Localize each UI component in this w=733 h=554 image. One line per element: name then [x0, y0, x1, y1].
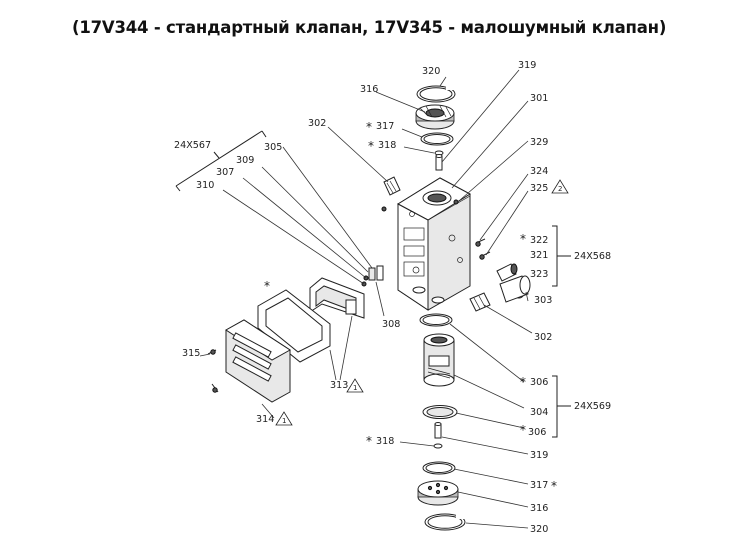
label-308: 308 [382, 319, 400, 330]
label-304: 304 [530, 407, 548, 418]
kit-bracket-24x567 [175, 130, 267, 192]
clip-308 [368, 265, 384, 281]
valve-spool-304 [423, 333, 455, 387]
label-310: 310 [196, 180, 214, 191]
label-317-bottom: 317 [530, 480, 548, 491]
retaining-ring-bottom [424, 513, 466, 531]
asterisk-317-bottom: * [551, 479, 557, 493]
label-301: 301 [530, 93, 548, 104]
cartridge-313 [309, 277, 365, 319]
plug-321 [496, 263, 518, 282]
o-ring-top [420, 132, 454, 146]
label-kit-24x569: 24X569 [574, 401, 611, 412]
valve-stem-bottom [434, 422, 442, 439]
label-325: 325 [530, 183, 548, 194]
o-ring-306-upper [419, 313, 453, 327]
valve-stem-top [435, 154, 443, 171]
retaining-ring-top [416, 84, 456, 103]
label-302-lower: 302 [534, 332, 552, 343]
grille-plate-314 [225, 319, 291, 403]
svg-text:1: 1 [353, 384, 357, 392]
kit-bracket-24x569 [552, 375, 571, 438]
asterisk-317-top: * [366, 120, 372, 134]
label-315: 315 [182, 348, 200, 359]
asterisk-306-upper: * [520, 375, 526, 389]
small-o-ring-bottom [433, 443, 443, 449]
kit-bracket-24x568 [552, 225, 571, 287]
label-320-bottom: 320 [530, 524, 548, 535]
label-kit-24x568: 24X568 [574, 251, 611, 262]
screw-324 [475, 238, 486, 247]
screw-322 [479, 251, 491, 260]
label-317-top: 317 [376, 121, 394, 132]
label-319-top: 319 [518, 60, 536, 71]
label-319-bottom: 319 [530, 450, 548, 461]
asterisk-gasket: * [264, 279, 270, 293]
label-324: 324 [530, 166, 548, 177]
label-321: 321 [530, 250, 548, 261]
plug-329 [453, 199, 459, 205]
label-329: 329 [530, 137, 548, 148]
fitting-302-lower [469, 292, 491, 312]
page-title: (17V344 - стандартный клапан, 17V345 - м… [72, 18, 667, 37]
asterisk-306-lower: * [520, 423, 526, 437]
label-316-bottom: 316 [530, 503, 548, 514]
label-314: 314 [256, 414, 274, 425]
label-322: 322 [530, 235, 548, 246]
label-309: 309 [236, 155, 254, 166]
gasket [257, 289, 331, 363]
valve-seat-top [415, 104, 455, 130]
label-318-top: 318 [378, 140, 396, 151]
valve-seat-bottom [417, 480, 459, 506]
leader-lines [199, 69, 533, 529]
note-triangle-314: 1 [275, 411, 293, 426]
label-306-lower: 306 [528, 427, 546, 438]
manifold-body [396, 177, 472, 311]
label-320-top: 320 [422, 66, 440, 77]
label-302-upper: 302 [308, 118, 326, 129]
screw-315-b [211, 383, 219, 393]
asterisk-318-bottom: * [366, 434, 372, 448]
cylinder-303 [499, 275, 531, 303]
svg-text:2: 2 [558, 185, 562, 193]
screw-315-a [207, 349, 217, 355]
label-305: 305 [264, 142, 282, 153]
asterisk-322: * [520, 232, 526, 246]
label-318-bottom: 318 [376, 436, 394, 447]
small-screw-left [381, 206, 387, 212]
label-323: 323 [530, 269, 548, 280]
asterisk-318-top: * [368, 139, 374, 153]
label-313: 313 [330, 380, 348, 391]
label-kit-24x567: 24X567 [174, 140, 211, 151]
note-triangle-325: 2 [551, 179, 569, 194]
note-triangle-313: 1 [346, 378, 364, 393]
o-ring-bottom [422, 461, 456, 475]
o-ring-306-lower [422, 405, 458, 419]
svg-text:1: 1 [282, 417, 286, 425]
label-306-upper: 306 [530, 377, 548, 388]
label-316-top: 316 [360, 84, 378, 95]
label-307: 307 [216, 167, 234, 178]
fitting-302-upper [383, 176, 401, 196]
label-303: 303 [534, 295, 552, 306]
